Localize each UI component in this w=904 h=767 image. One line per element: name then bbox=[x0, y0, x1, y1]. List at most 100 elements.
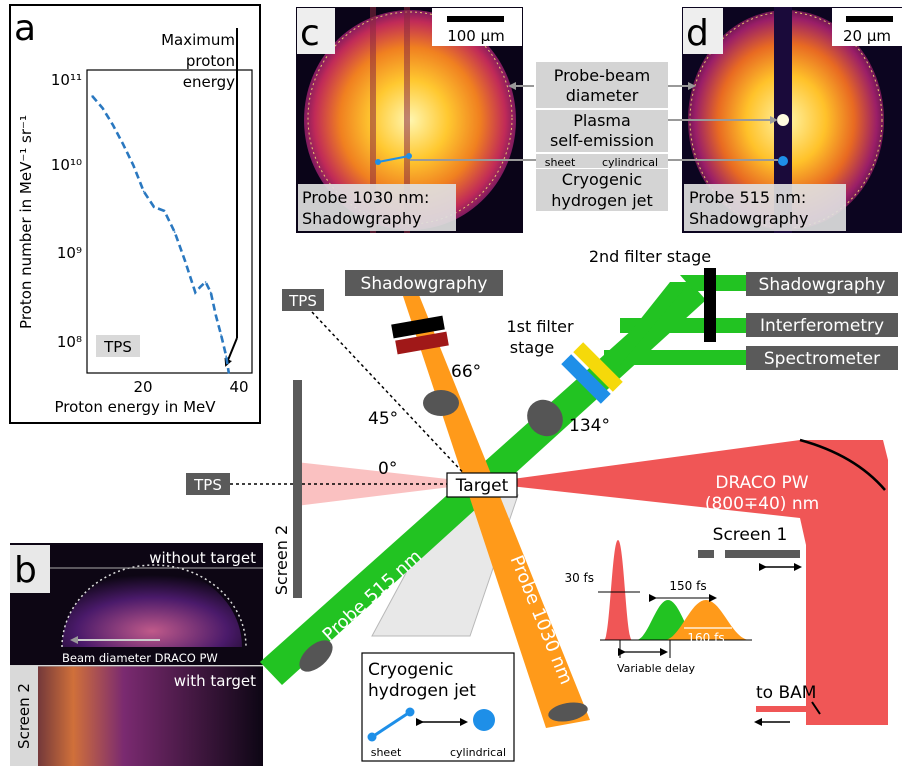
screen1-label: Screen 1 bbox=[713, 525, 788, 545]
screen2-side-label: Screen 2 bbox=[15, 683, 33, 749]
filter1-label-1: 1st filter bbox=[506, 317, 574, 336]
interferometry-bg bbox=[746, 313, 898, 337]
lens-1030 bbox=[548, 702, 588, 722]
focusing-mirror bbox=[799, 438, 886, 491]
panel-d-caption-2: Shadowgraphy bbox=[689, 209, 808, 228]
jet-inset-sheet-dot-2 bbox=[405, 707, 415, 717]
probe-diameter-bg bbox=[536, 62, 668, 108]
target-label: Target bbox=[455, 476, 509, 496]
pulse-orange bbox=[664, 600, 750, 640]
shadowgraphy-right-bg bbox=[746, 272, 898, 296]
panel-b-image-bottom bbox=[10, 666, 263, 766]
spectrum-point bbox=[112, 124, 114, 126]
without-target-label: without target bbox=[149, 549, 256, 567]
jet-shadow-1 bbox=[370, 7, 376, 233]
max-energy-line3: energy bbox=[183, 73, 235, 91]
spectrum-point bbox=[101, 107, 104, 109]
jet-caption-bg bbox=[536, 169, 668, 211]
panel-a-ylabel: Proton number in MeV⁻¹ sr⁻¹ bbox=[17, 115, 35, 329]
tps-top: TPS bbox=[288, 292, 317, 310]
panel-c-scale-bg bbox=[432, 8, 522, 46]
probe-diameter-1: Probe-beam bbox=[554, 66, 651, 85]
spectrum-point bbox=[228, 372, 230, 374]
spectrum-point bbox=[225, 355, 227, 358]
tps-cone bbox=[296, 462, 483, 506]
jet-inset-sheet bbox=[371, 710, 411, 739]
beam-footprint-without bbox=[62, 567, 242, 647]
jet-inset-sheet-label: sheet bbox=[371, 746, 402, 759]
spectrum-point bbox=[215, 314, 217, 317]
target-box bbox=[446, 472, 518, 498]
max-energy-line2: proton bbox=[186, 52, 235, 70]
ytick-1e9: 10⁹ bbox=[57, 244, 82, 262]
shadowgraphy-right: Shadowgraphy bbox=[759, 275, 886, 295]
panel-d-caption-bg bbox=[684, 184, 846, 231]
spectrum-point bbox=[173, 231, 176, 233]
filter-black bbox=[391, 315, 445, 339]
jet-inset-sheet-dot-1 bbox=[367, 732, 377, 742]
plot-area bbox=[86, 69, 253, 374]
jet-shadow-2 bbox=[404, 7, 410, 233]
angle-66: 66° bbox=[451, 362, 481, 382]
probe515-split bbox=[604, 282, 690, 365]
jet-inset-cylindrical bbox=[473, 709, 495, 731]
panel-c-beam-outline bbox=[307, 11, 513, 225]
panel-c: c 100 µm Probe 1030 nm: Shadowgraphy bbox=[296, 7, 523, 233]
filter2-label: 2nd filter stage bbox=[589, 247, 711, 266]
ytick-1e10: 10¹⁰ bbox=[51, 156, 82, 174]
pulse-150fs: 150 fs bbox=[669, 579, 706, 593]
panel-c-scale: 100 µm bbox=[447, 27, 505, 45]
tps-left-bg bbox=[186, 473, 230, 495]
filter1-label-2: stage bbox=[510, 338, 554, 357]
panel-c-caption-1: Probe 1030 nm: bbox=[302, 188, 429, 207]
with-target-label: with target bbox=[174, 672, 256, 690]
panel-c-letter: c bbox=[300, 13, 320, 54]
bam-beam bbox=[756, 706, 806, 712]
tps-left: TPS bbox=[193, 476, 222, 494]
draco-label-1: DRACO PW bbox=[715, 473, 808, 493]
screen2-bar bbox=[293, 380, 302, 598]
spectrum-point bbox=[122, 143, 124, 145]
lens-66 bbox=[423, 390, 459, 416]
probe-diameter-2: diameter bbox=[566, 86, 639, 105]
angle-0: 0° bbox=[378, 459, 397, 479]
sheet-dot-left bbox=[375, 159, 381, 165]
jet-inset-2: hydrogen jet bbox=[368, 681, 476, 701]
spectrum-point bbox=[184, 260, 186, 262]
spectrum-point bbox=[91, 95, 93, 97]
screen2-side-tag bbox=[10, 666, 38, 766]
tps-top-bg bbox=[282, 289, 324, 311]
cylindrical-dot bbox=[778, 156, 788, 166]
ytick-1e11: 10¹¹ bbox=[51, 71, 82, 89]
panel-b-letter: b bbox=[14, 550, 37, 591]
screen2-label: Screen 2 bbox=[272, 525, 291, 595]
xtick-40: 40 bbox=[229, 378, 248, 396]
spectrum-series bbox=[91, 95, 231, 374]
spectrometer: Spectrometer bbox=[764, 349, 880, 369]
draco-label-2: (800∓40) nm bbox=[705, 494, 819, 514]
plasma-2: self-emission bbox=[550, 131, 654, 150]
panel-a: a Maximum proton energy 10¹¹ 10¹⁰ 10⁹ 10… bbox=[9, 4, 261, 424]
draco-beam bbox=[483, 440, 888, 725]
ytick-1e8: 10⁸ bbox=[57, 333, 82, 351]
spectrum-point bbox=[199, 286, 202, 288]
pulse-160fs: 160 fs bbox=[687, 631, 724, 645]
tps-top-line bbox=[311, 311, 471, 481]
middle-annotations: Probe-beam diameter Plasma self-emission… bbox=[410, 62, 778, 211]
spectrum-point bbox=[194, 291, 197, 294]
beam-diameter-label: Beam diameter DRACO PW bbox=[62, 651, 218, 665]
panel-c-letter-bg bbox=[297, 8, 335, 54]
lens-515 bbox=[299, 640, 333, 672]
panel-d-letter-bg bbox=[683, 8, 723, 54]
spectrum-point bbox=[163, 210, 166, 212]
filter-yellow bbox=[573, 342, 623, 392]
panel-a-xlabel: Proton energy in MeV bbox=[54, 398, 216, 416]
plasma-bg bbox=[536, 110, 668, 152]
spectrum-point bbox=[220, 334, 222, 336]
panel-c-caption-2: Shadowgraphy bbox=[302, 209, 421, 228]
xtick-20: 20 bbox=[133, 378, 152, 396]
filter-darkred bbox=[395, 331, 449, 355]
cylindrical-label: cylindrical bbox=[602, 156, 658, 169]
tps-tag-bg bbox=[96, 335, 140, 357]
screen1-bar-short bbox=[698, 550, 714, 558]
